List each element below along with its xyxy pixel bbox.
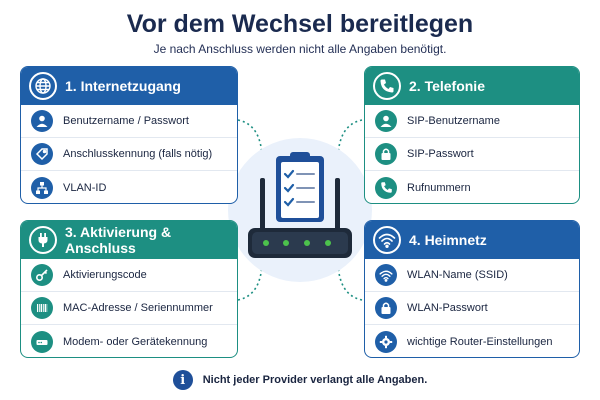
phone-icon [375,176,397,199]
item-label: Rufnummern [407,181,471,194]
card-title: 1. Internetzugang [65,78,181,94]
footer-note: i Nicht jeder Provider verlangt alle Ang… [0,368,600,392]
user-icon [375,110,397,132]
card-heimnetz: 4. Heimnetz WLAN-Name (SSID) WLAN-Passwo… [364,220,580,358]
globe-icon [29,72,57,100]
card-title: 4. Heimnetz [409,232,487,248]
gear-icon [375,330,397,353]
card-header-internetzugang: 1. Internetzugang [21,67,237,105]
footer-text: Nicht jeder Provider verlangt alle Angab… [202,374,428,386]
item-label: wichtige Router-Einstellungen [407,335,553,348]
list-item: Anschlusskennung (falls nötig) [21,138,237,171]
key-icon [31,264,53,286]
card-aktivierung-anschluss: 3. Aktivierung & Anschluss Aktivierungsc… [20,220,238,358]
item-label: SIP-Passwort [407,148,474,160]
list-item: MAC-Adresse / Seriennummer [21,292,237,325]
wifi-icon [373,226,401,254]
list-item: Aktivierungscode [21,259,237,292]
item-label: Modem- oder Gerätekennung [63,335,208,348]
page-subtitle: Je nach Anschluss werden nicht alle Anga… [153,42,447,56]
list-item: SIP-Benutzername [365,105,579,138]
list-item: VLAN-ID [21,171,237,203]
list-item: Modem- oder Gerätekennung [21,325,237,357]
router-checklist-icon [248,152,352,258]
item-label: Benutzername / Passwort [63,115,189,127]
lock-icon [375,143,397,165]
card-header-aktivierung: 3. Aktivierung & Anschluss [21,221,237,259]
card-title: 3. Aktivierung & Anschluss [65,224,172,256]
item-label: VLAN-ID [63,181,107,194]
user-icon [31,110,53,132]
item-label: Anschlusskennung (falls nötig) [63,148,213,160]
page-title: Vor dem Wechsel bereitlegen [126,10,474,38]
item-label: Aktivierungscode [63,269,147,281]
item-label: WLAN-Passwort [407,302,488,314]
card-title: 2. Telefonie [409,78,485,94]
list-item: WLAN-Passwort [365,292,579,325]
list-item: Rufnummern [365,171,579,203]
lock-icon [375,297,397,319]
info-icon: i [172,370,193,390]
barcode-icon [31,297,53,319]
list-item: Benutzername / Passwort [21,105,237,138]
card-header-heimnetz: 4. Heimnetz [365,221,579,259]
card-internetzugang: 1. Internetzugang Benutzername / Passwor… [20,66,238,204]
list-item: SIP-Passwort [365,138,579,171]
item-label: WLAN-Name (SSID) [407,269,508,281]
network-icon [31,176,53,199]
list-item: wichtige Router-Einstellungen [365,325,579,357]
modem-icon [31,330,53,353]
item-label: MAC-Adresse / Seriennummer [63,302,213,314]
phone-icon [373,72,401,100]
item-label: SIP-Benutzername [407,115,500,127]
plug-icon [29,226,57,254]
list-item: WLAN-Name (SSID) [365,259,579,292]
card-header-telefonie: 2. Telefonie [365,67,579,105]
wifi-icon [375,264,397,286]
tag-icon [31,143,53,165]
card-telefonie: 2. Telefonie SIP-Benutzername SIP-Passwo… [364,66,580,204]
